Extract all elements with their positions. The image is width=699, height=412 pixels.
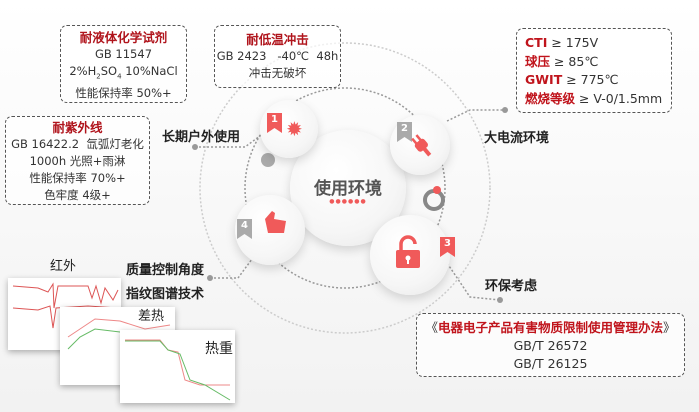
- spec-cti: CTI ≥ 175V: [525, 35, 599, 50]
- dots-decoration: ●●●●●●: [329, 198, 367, 205]
- regulation-title: 《电器电子产品有害物质限制使用管理办法》: [425, 320, 676, 335]
- node-label: 环保考虑: [485, 279, 538, 294]
- box-line: 性能保持率 50%+: [75, 86, 172, 101]
- box-line: 1000h 光照+雨淋: [29, 154, 126, 168]
- cold-impact-box: 耐低温冲击 GB 2423 -40℃ 48h 冲击无破坏: [214, 25, 341, 88]
- box-title: 耐液体化学试剂: [79, 30, 168, 45]
- center-title: 使用环境: [314, 179, 382, 199]
- node-number: 4: [237, 219, 252, 239]
- environmental-box: 《电器电子产品有害物质限制使用管理办法》 GB/T 26572 GB/T 261…: [416, 313, 685, 377]
- node-label: 长期户外使用: [162, 130, 241, 145]
- box-line: GB 2423 -40℃ 48h: [216, 49, 339, 63]
- box-title: 耐紫外线: [52, 120, 103, 135]
- node-label: 大电流环境: [484, 131, 550, 146]
- outer-ring: [199, 42, 491, 334]
- box-line: GB 11547: [94, 47, 153, 61]
- chart-caption: 热重: [205, 341, 233, 357]
- node-label: 质量控制角度: [126, 263, 205, 278]
- box-line: 冲击无破坏: [248, 66, 307, 80]
- thumbs-up-icon: [265, 211, 286, 233]
- unlock-icon: [396, 235, 420, 268]
- box-line: GB 16422.2 氙弧灯老化: [11, 137, 144, 151]
- chemical-resistance-box: 耐液体化学试剂 GB 11547 2%H2SO4 10%NaCl 性能保持率 5…: [60, 25, 187, 103]
- tga-thumbnail: [120, 330, 235, 403]
- box-line: GB/T 26125: [513, 356, 588, 371]
- plug-icon: [411, 134, 432, 157]
- node-4: 4: [235, 195, 305, 265]
- node-label: 指纹图谱技术: [126, 287, 205, 302]
- node-1: 1 ✹: [260, 100, 318, 158]
- chart-caption: 红外: [50, 259, 77, 274]
- spec-gwit: GWIT ≥ 775℃: [525, 72, 619, 87]
- sun-icon: ✹: [286, 117, 303, 141]
- node-number: 1: [267, 113, 282, 133]
- box-line: 性能保持率 70%+: [29, 171, 126, 185]
- spec-ball-pressure: 球压 ≥ 85℃: [525, 53, 599, 69]
- box-line: 2%H2SO4 10%NaCl: [69, 64, 178, 81]
- box-title: 耐低温冲击: [246, 32, 309, 47]
- box-line: 色牢度 4级+: [44, 188, 111, 202]
- orbit-ring: [244, 87, 446, 289]
- node-3: 3: [370, 215, 455, 295]
- node-number: 3: [440, 237, 455, 257]
- spec-flammability: 燃烧等级 ≥ V-0/1.5mm: [525, 90, 663, 106]
- box-line: GB/T 26572: [513, 338, 588, 353]
- node-number: 2: [397, 122, 412, 142]
- node-2: 2: [390, 115, 450, 175]
- chart-caption: 差热: [138, 309, 165, 324]
- electrical-box: CTI ≥ 175V 球压 ≥ 85℃ GWIT ≥ 775℃ 燃烧等级 ≥ V…: [516, 28, 672, 113]
- uv-resistance-box: 耐紫外线 GB 16422.2 氙弧灯老化 1000h 光照+雨淋 性能保持率 …: [5, 116, 150, 205]
